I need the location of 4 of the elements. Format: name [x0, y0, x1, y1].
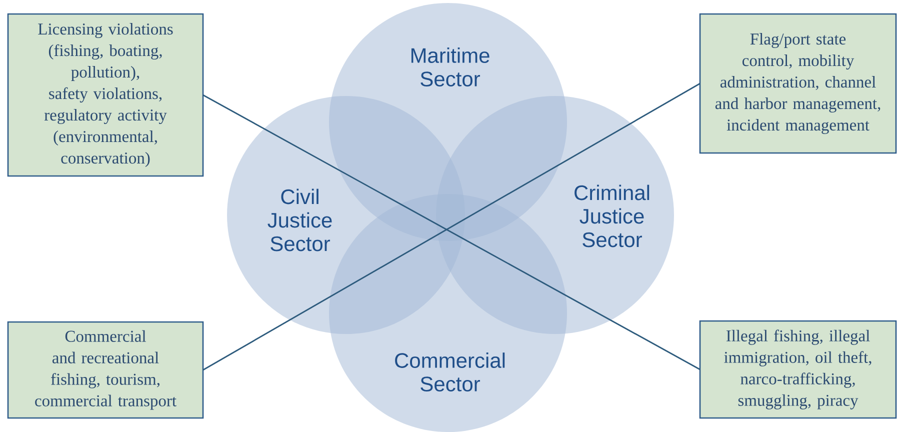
note-box: Flag/port state control, mobility administration, channel and harbor management, incident management: [699, 13, 897, 154]
note-box: Licensing violations (fishing, boating, pollution), safety violations, regulatory activity (environmental, conservation): [7, 13, 204, 177]
note-box: Illegal fishing, illegal immigration, oil theft, narco-trafficking, smuggling, piracy: [699, 320, 897, 419]
note-box: Commercial and recreational fishing, tourism, commercial transport: [7, 321, 204, 419]
